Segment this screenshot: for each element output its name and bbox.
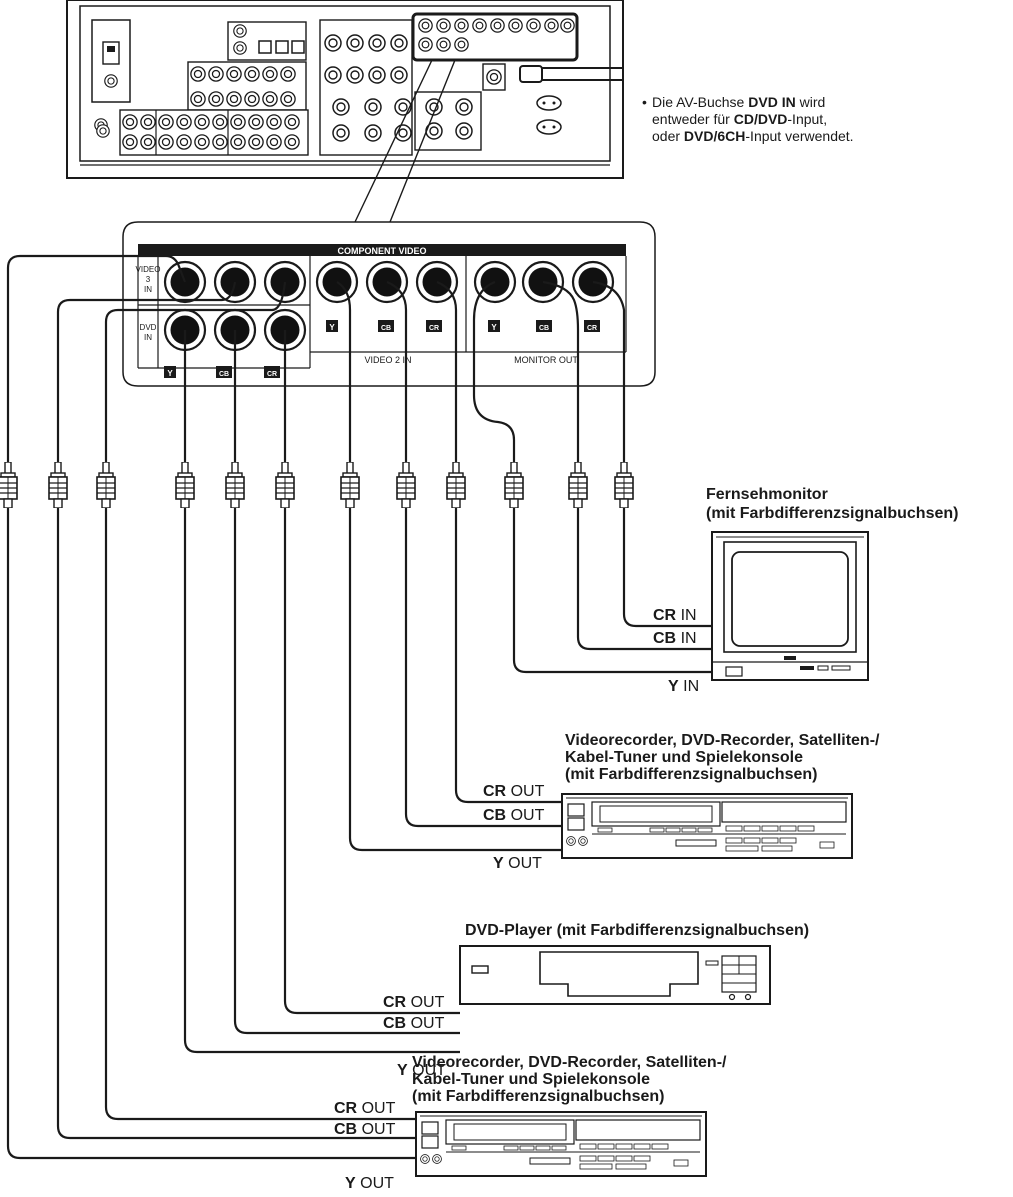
video3-label-3: IN [144,285,152,294]
cable-vcr1-y-out [348,508,562,852]
cable-vcr1-cr-out [454,508,562,804]
vcr2-title-1: Videorecorder, DVD-Recorder, Satelliten-… [412,1054,727,1071]
cable-monitor-cr [592,280,626,462]
svg-text:Y: Y [329,323,335,332]
cable-monitor-cb [542,280,580,462]
tag-mon-y: Y [488,320,500,332]
rca-plug [225,462,245,508]
rca-plug [0,462,18,508]
zoom-line-right [389,59,456,223]
dvd-cb-out: CB OUT [383,1015,445,1032]
rca-plug [614,462,634,508]
vcr2-y-out: Y OUT [345,1175,394,1192]
vcr2-cb-out: CB OUT [334,1121,396,1138]
video3-label-1: VIDEO [136,265,161,274]
tag-v2-cb: CB [378,320,394,332]
vcr2-title-2: Kabel-Tuner und Spielekonsole [412,1071,650,1088]
svg-text:CB: CB [381,325,391,332]
rca-plug [446,462,466,508]
cable-dvd-y-out [183,508,460,1054]
monitor-out-label: MONITOR OUT [514,355,578,365]
cable-video2-y [336,281,352,462]
dvd-y-out: Y OUT [397,1062,446,1079]
dvd-in-note: • Die AV-Buchse DVD IN wird entweder für… [642,94,972,145]
tv-cr-in: CR IN [653,607,697,624]
vcr2-device [415,1111,707,1177]
svg-text:CR: CR [429,325,439,332]
svg-text:CR: CR [587,325,597,332]
receiver-rear-panel [66,0,624,179]
vcr1-device [561,793,853,859]
cable-tv-cb-in [576,508,716,651]
cable-video3-cb [56,281,237,462]
vcr2-title-3: (mit Farbdifferenzsignalbuchsen) [412,1088,664,1105]
rca-plug [175,462,195,508]
tag-mon-cr: CR [584,320,600,332]
tag-mon-cb: CB [536,320,552,332]
panel-header-label: COMPONENT VIDEO [337,246,426,256]
tv-y-in: Y IN [668,678,699,695]
cable-bottom-cr-out [104,508,416,1121]
cable-vcr1-cb-out [404,508,562,828]
tv-cb-in: CB IN [653,630,697,647]
tag-dvd-y: Y [164,366,176,378]
dvd-label-1: DVD [140,323,157,332]
note-line-1: Die AV-Buchse DVD IN wird [652,94,826,110]
tag-dvd-cr: CR [264,366,280,378]
dvd-title: DVD-Player (mit Farbdifferenzsignalbuchs… [465,922,809,939]
dvd-cr-out: CR OUT [383,994,445,1011]
rca-plug [275,462,295,508]
rca-plug [504,462,524,508]
cables [6,254,716,1160]
rca-plug [340,462,360,508]
note-line-2: entweder für CD/DVD-Input, [652,111,828,127]
video2-label: VIDEO 2 IN [364,355,411,365]
svg-text:CB: CB [539,325,549,332]
note-line-3: oder DVD/6CH-Input verwendet. [652,128,854,144]
svg-text:CB: CB [219,371,229,378]
cable-dvd-cb-out [233,508,460,1035]
cable-video2-cb [386,280,408,462]
tv-title-2: (mit Farbdifferenzsignalbuchsen) [706,505,958,522]
svg-text:CR: CR [267,371,277,378]
cable-bottom-cb-out [56,508,416,1140]
vcr2-cr-out: CR OUT [334,1100,396,1117]
rca-plug [96,462,116,508]
cable-video3-cr [104,281,287,462]
zoom-line-left [354,59,433,223]
tv-title-1: Fernsehmonitor [706,486,828,503]
cable-dvd-cr-out [283,508,460,1015]
tag-dvd-cb: CB [216,366,232,378]
video3-label-2: 3 [146,275,151,284]
rca-plugs [0,462,634,508]
vcr1-cb-out: CB OUT [483,807,545,824]
vcr1-cr-out: CR OUT [483,783,545,800]
tv-monitor [711,531,869,681]
tag-v2-y: Y [326,320,338,332]
rca-plug [568,462,588,508]
svg-text:Y: Y [167,369,173,378]
tag-v2-cr: CR [426,320,442,332]
component-video-panel: COMPONENT VIDEO VIDEO 3 IN DVD IN VIDEO … [122,221,656,387]
dvd-label-2: IN [144,333,152,342]
vcr1-title-2: Kabel-Tuner und Spielekonsole [565,749,803,766]
cable-monitor-y [472,280,516,462]
vcr1-title-1: Videorecorder, DVD-Recorder, Satelliten-… [565,732,880,749]
dvd-player-device [459,945,771,1005]
svg-text:Y: Y [491,323,497,332]
bullet-icon: • [642,94,647,110]
vcr1-title-3: (mit Farbdifferenzsignalbuchsen) [565,766,817,783]
cable-tv-y-in [512,508,716,674]
cable-tv-cr-in [622,508,716,628]
cable-bottom-y-out [6,508,416,1160]
cable-video2-cr [436,280,458,462]
rca-plug [48,462,68,508]
vcr1-y-out: Y OUT [493,855,542,872]
rca-plug [396,462,416,508]
cable-video3-y [6,254,187,462]
